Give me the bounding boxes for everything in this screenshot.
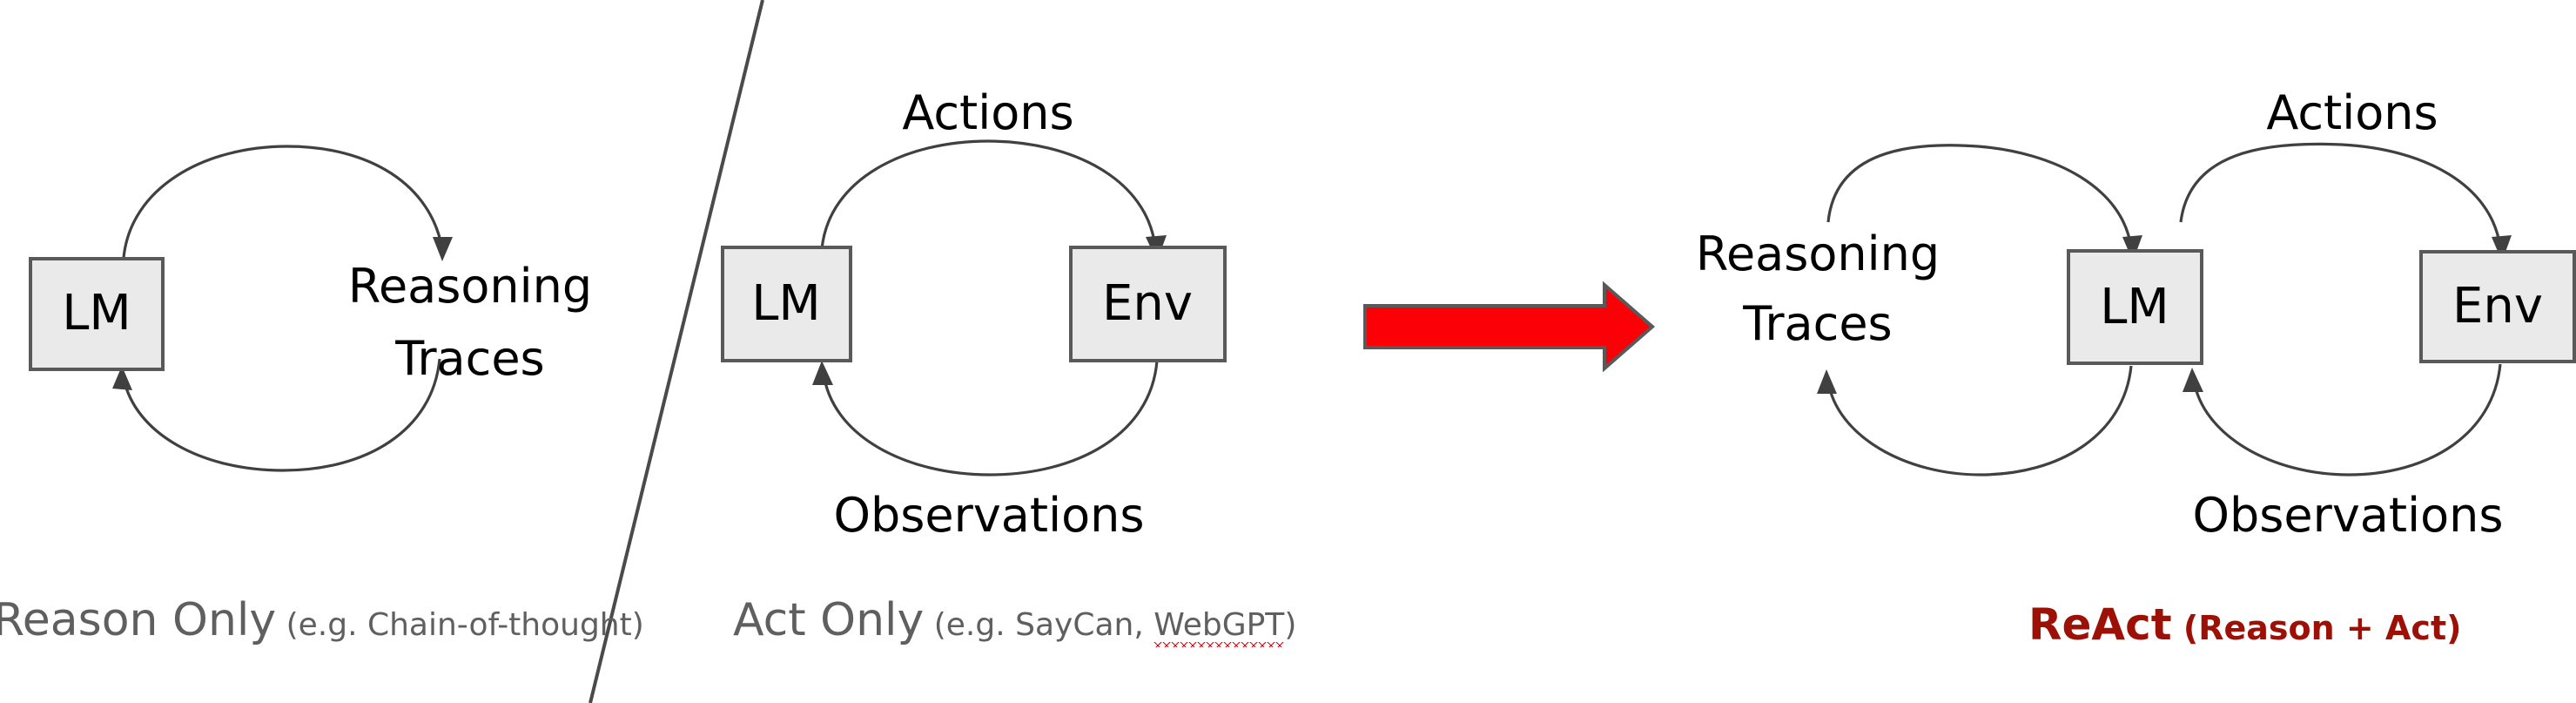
caption-react-main: ReAct	[2028, 599, 2172, 650]
caption-react-sub: (Reason + Act)	[2171, 609, 2462, 647]
label-react-reasoning-line1: Reasoning	[1696, 226, 1940, 281]
caption-react: ReAct (Reason + Act)	[2028, 599, 2461, 650]
node-lm-reason-only	[29, 257, 165, 371]
arrowhead-observations	[812, 361, 833, 385]
edge-reasoning-traces-in	[122, 358, 441, 472]
node-env-react-label: Env	[2452, 278, 2543, 335]
node-lm-act-only-label: LM	[751, 275, 821, 332]
label-react-observations: Observations	[2193, 488, 2504, 543]
red-transition-arrow	[1363, 281, 1656, 373]
edge-react-observations	[2192, 363, 2502, 477]
label-actions-act-only: Actions	[902, 85, 1073, 140]
node-env-react	[2419, 250, 2576, 363]
node-lm-react	[2067, 249, 2203, 365]
caption-act-only-sub-before: (e.g. SayCan,	[924, 607, 1154, 643]
edge-reasoning-traces-out	[122, 145, 444, 259]
panel-divider-line	[589, 0, 764, 703]
caption-act-only-misspelled-word: WebGPT	[1153, 607, 1285, 647]
caption-act-only-main: Act Only	[733, 594, 925, 646]
arrowhead-react-observations	[2183, 368, 2203, 392]
arrowhead-reasoning-traces-out	[433, 237, 453, 261]
edge-actions	[820, 139, 1157, 250]
caption-act-only-sub-after: )	[1284, 607, 1297, 643]
caption-reason-only: Reason Only (e.g. Chain-of-thought)	[0, 594, 644, 646]
arrowhead-react-actions	[2492, 235, 2512, 261]
edge-react-reasoning-out	[1826, 144, 2133, 248]
edge-react-reasoning-in	[1826, 365, 2133, 477]
panel-react: LM Env Reasoning Traces Actions Observat…	[1696, 85, 2576, 543]
arrowhead-reasoning-traces-in	[112, 366, 132, 390]
panel-act-only: LM Env Actions Observations	[721, 85, 1227, 543]
node-lm-act-only	[721, 246, 852, 362]
label-react-reasoning-line2: Traces	[1742, 296, 1892, 351]
label-reasoning-traces-line2: Traces	[394, 331, 544, 386]
label-react-actions: Actions	[2266, 85, 2438, 140]
label-reasoning-traces-line1: Reasoning	[348, 259, 592, 314]
edge-observations	[822, 360, 1159, 477]
arrowhead-react-reasoning-out	[2122, 235, 2142, 261]
node-env-act-only	[1069, 246, 1227, 362]
edge-react-actions	[2179, 142, 2502, 248]
caption-act-only: Act Only (e.g. SayCan, WebGPT)	[733, 594, 1297, 647]
node-lm-react-label: LM	[2100, 279, 2169, 335]
caption-reason-only-sub: (e.g. Chain-of-thought)	[276, 607, 644, 643]
label-observations-act-only: Observations	[834, 488, 1145, 543]
caption-reason-only-main: Reason Only	[0, 594, 277, 646]
panel-reason-only: LM Reasoning Traces	[29, 145, 592, 472]
node-env-act-only-label: Env	[1102, 275, 1193, 332]
node-lm-reason-only-label: LM	[62, 285, 131, 341]
arrowhead-react-reasoning-in	[1817, 369, 1837, 394]
